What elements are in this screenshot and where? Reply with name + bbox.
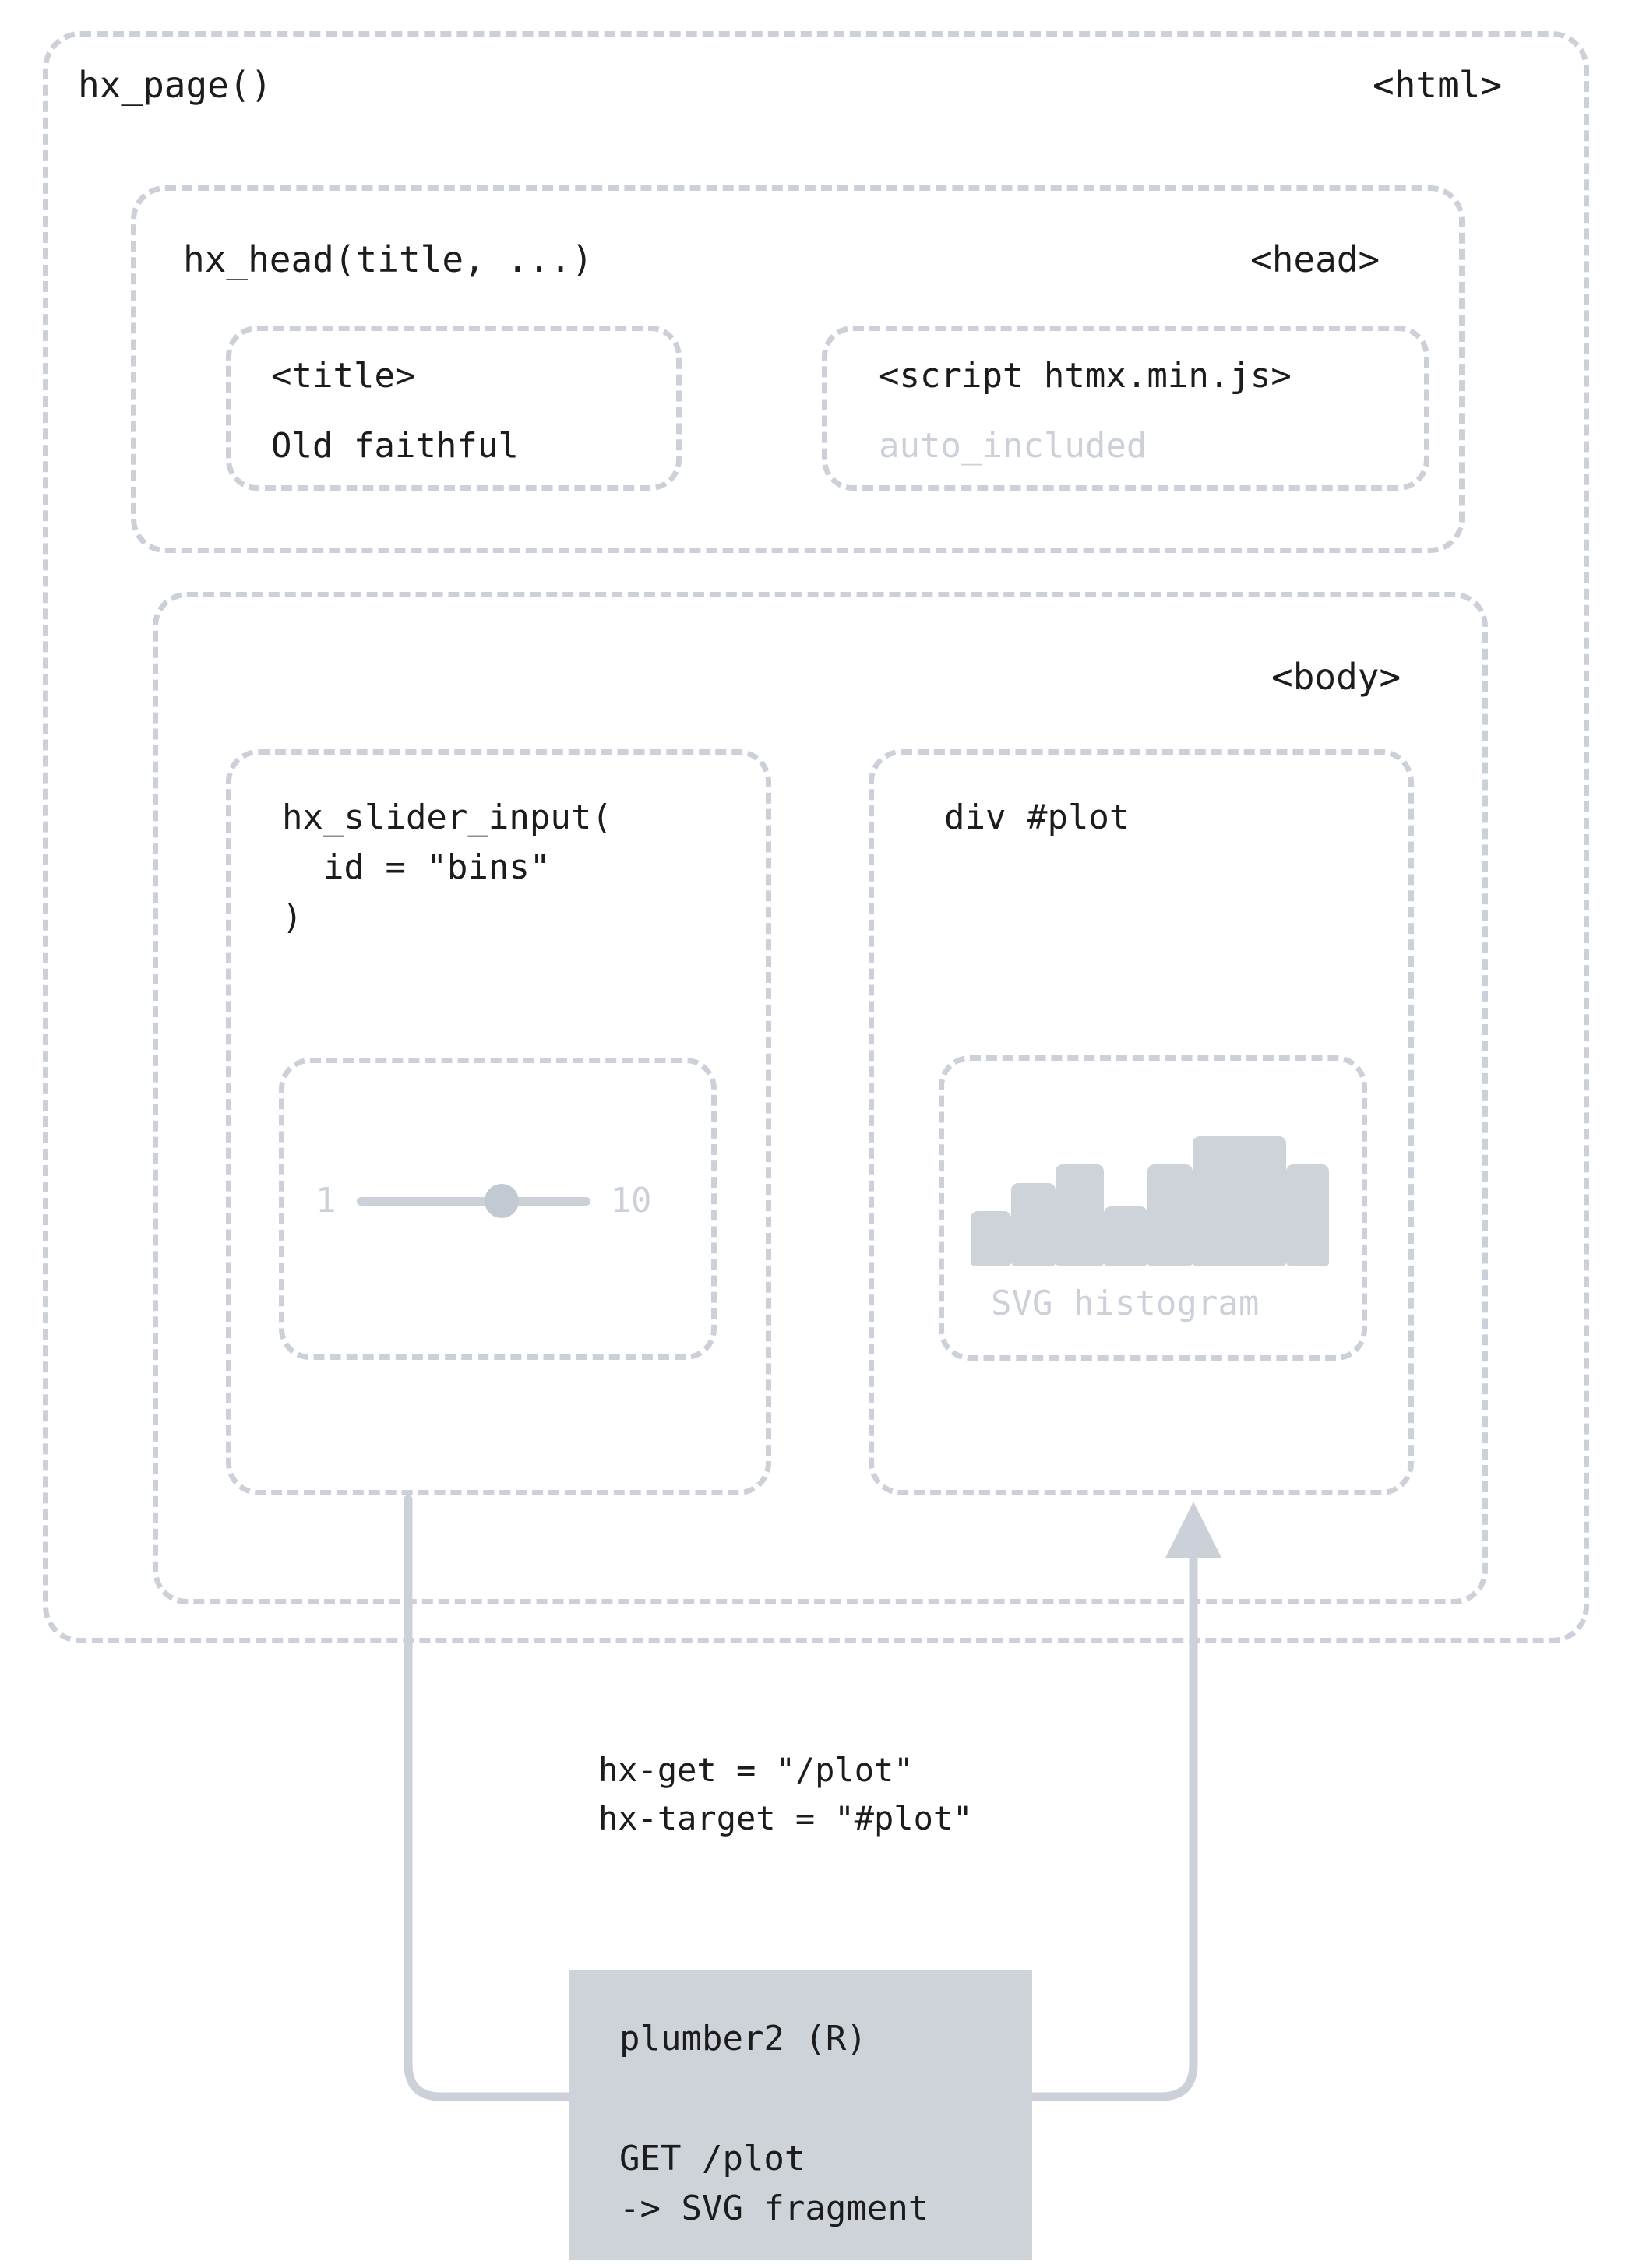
wire-backend-to-plot: [1026, 1545, 1198, 2101]
backend-route-label: GET /plot: [619, 2139, 805, 2178]
slider-widget-box: [279, 1058, 717, 1360]
hx-target-attr-label: hx-target = "#plot": [598, 1799, 973, 1837]
backend-box: [569, 1970, 1032, 2260]
slider-max-label: 10: [610, 1181, 652, 1220]
histogram-bar: [1103, 1206, 1148, 1266]
title-tag-label: <title>: [271, 356, 416, 396]
hx-page-label: hx_page(): [78, 64, 273, 106]
backend-name-label: plumber2 (R): [619, 2019, 867, 2058]
head-box: [131, 185, 1465, 553]
plot-div-label: div #plot: [944, 798, 1130, 837]
plot-panel-box: [869, 749, 1414, 1495]
hx-get-attr-label: hx-get = "/plot": [598, 1751, 914, 1789]
histogram-bar: [1193, 1136, 1287, 1266]
head-tag-label: <head>: [1250, 238, 1380, 280]
slider-input[interactable]: 1 10: [315, 1184, 651, 1218]
slider-thumb[interactable]: [484, 1184, 519, 1218]
slider-track[interactable]: [356, 1184, 590, 1218]
slider-min-label: 1: [315, 1181, 337, 1220]
slider-panel-box: [226, 749, 771, 1495]
wire-slider-to-backend: [404, 1495, 576, 2101]
arrowhead-icon: [1165, 1502, 1221, 1558]
title-value: Old faithful: [271, 426, 519, 466]
script-box: [822, 326, 1429, 491]
histogram-bar: [971, 1211, 1011, 1266]
html-tag-label: <html>: [1373, 64, 1503, 106]
body-box: [153, 592, 1488, 1604]
body-tag-label: <body>: [1271, 656, 1401, 698]
histogram-bar: [1147, 1164, 1193, 1266]
slider-fn-line-1: hx_slider_input(: [282, 798, 612, 837]
histogram-caption: SVG histogram: [991, 1284, 1260, 1323]
histogram-bar: [1055, 1164, 1104, 1266]
backend-returns-label: -> SVG fragment: [619, 2189, 929, 2228]
hx-head-label: hx_head(title, ...): [183, 238, 594, 280]
slider-fn-line-2: id = "bins": [282, 847, 551, 887]
script-tag-label: <script htmx.min.js>: [879, 356, 1292, 396]
slider-fn-line-3: ): [282, 897, 303, 937]
histogram-bar: [1010, 1183, 1056, 1266]
histogram-bar: [1286, 1164, 1329, 1266]
title-box: [226, 326, 682, 491]
histogram-chart: [971, 1110, 1329, 1266]
html-box: [43, 31, 1589, 1643]
script-auto-included-note: auto_included: [879, 426, 1147, 466]
histogram-box: [939, 1055, 1367, 1361]
